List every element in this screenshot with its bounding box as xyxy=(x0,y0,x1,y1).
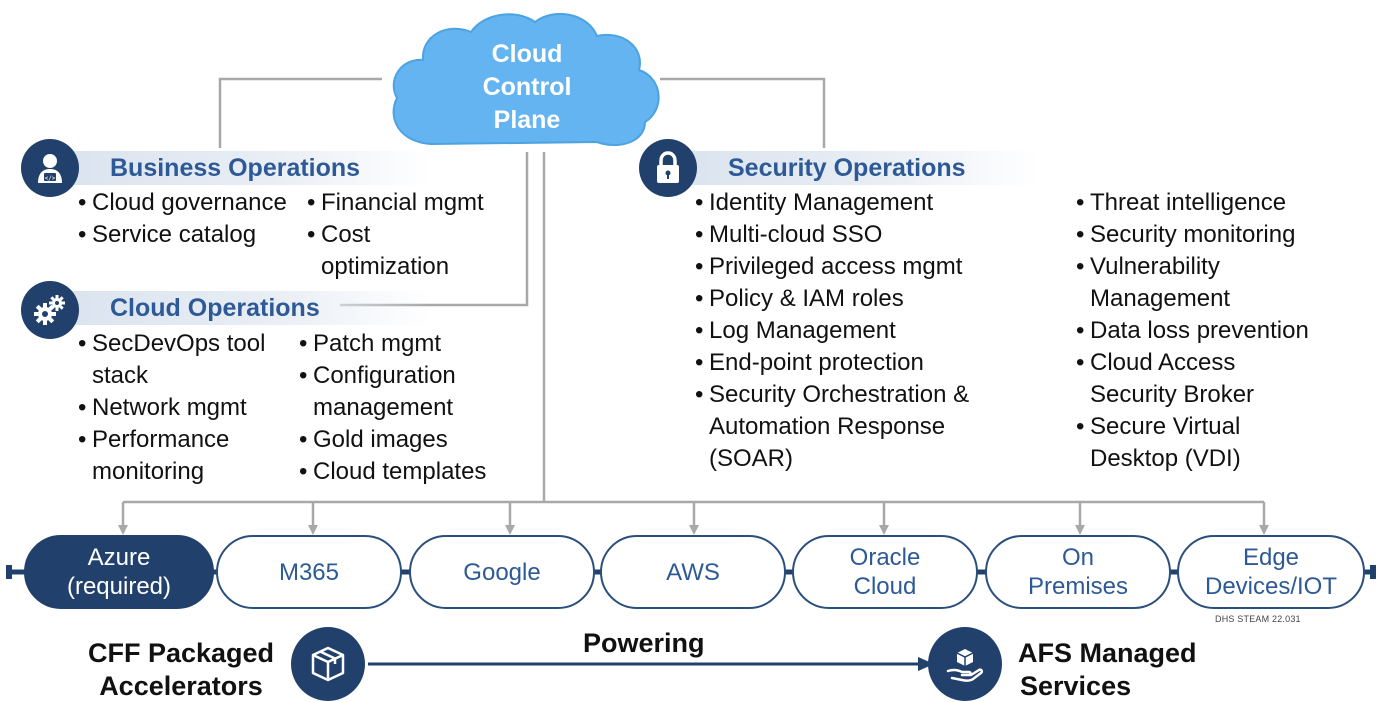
label-line: Accelerators xyxy=(99,671,263,701)
security-ops-list-left: Identity Management Multi-cloud SSO Priv… xyxy=(695,187,1040,475)
business-ops-list-left: Cloud governance Service catalog xyxy=(78,187,303,251)
list-item: Cloud Access Security Broker xyxy=(1076,347,1306,411)
list-item: Service catalog xyxy=(78,219,303,251)
cloud-ops-list-left: SecDevOps tool stack Network mgmt Perfor… xyxy=(78,328,288,488)
user-developer-icon: </> xyxy=(21,139,79,197)
cloud-operations-title: Cloud Operations xyxy=(110,293,320,322)
business-ops-list-right: Financial mgmt Cost optimization xyxy=(307,187,527,283)
cloud-title-line: Cloud xyxy=(491,40,563,68)
label-line: AFS Managed xyxy=(1018,638,1197,668)
svg-text:</>: </> xyxy=(45,175,56,182)
list-item: Cost optimization xyxy=(307,219,467,283)
security-operations-title: Security Operations xyxy=(728,153,966,182)
list-item: Vulnerability Management xyxy=(1076,251,1276,315)
list-item: Threat intelligence xyxy=(1076,187,1376,219)
list-item: Log Management xyxy=(695,315,1040,347)
security-operations-header: Security Operations xyxy=(658,151,1038,185)
platform-label: M365 xyxy=(278,558,340,586)
cloud-operations-header: Cloud Operations xyxy=(40,291,430,325)
platform-label: Cloud xyxy=(853,573,917,600)
package-box-icon xyxy=(291,627,365,701)
list-item: Financial mgmt xyxy=(307,187,527,219)
platform-label: Azure xyxy=(87,544,151,571)
platform-label: Devices/IOT xyxy=(1204,573,1338,600)
list-item: Identity Management xyxy=(695,187,1040,219)
list-item: Cloud templates xyxy=(299,456,534,488)
cloud-control-plane-title: Cloud Control Plane xyxy=(442,38,612,137)
label-line: CFF Packaged xyxy=(87,638,275,668)
list-item: SecDevOps tool stack xyxy=(78,328,268,392)
list-item: Security monitoring xyxy=(1076,219,1376,251)
list-item: Patch mgmt xyxy=(299,328,534,360)
powering-label: Powering xyxy=(583,628,705,658)
list-item: Network mgmt xyxy=(78,392,288,424)
list-item: End-point protection xyxy=(695,347,1040,379)
list-item: Policy & IAM roles xyxy=(695,283,1040,315)
label-line: Services xyxy=(1020,671,1132,701)
platform-m365: M365 xyxy=(216,535,402,609)
list-item: Privileged access mgmt xyxy=(695,251,1040,283)
list-item: Configuration management xyxy=(299,360,499,424)
business-operations-header: Business Operations xyxy=(40,151,430,185)
platform-google: Google xyxy=(409,535,595,609)
platform-azure: Azure(required) xyxy=(24,535,214,609)
afs-managed-services-label: AFS Managed Services xyxy=(1018,637,1197,702)
security-ops-list-right: Threat intelligence Security monitoring … xyxy=(1076,187,1376,475)
cloud-shape-icon xyxy=(392,12,660,147)
footnote: DHS STEAM 22.031 xyxy=(1215,614,1301,624)
business-operations-title: Business Operations xyxy=(110,153,361,182)
list-item: Cloud governance xyxy=(78,187,303,219)
gears-icon xyxy=(21,281,79,339)
cff-packaged-accelerators-label: CFF Packaged Accelerators xyxy=(72,637,290,702)
cloud-title-line: Control xyxy=(482,73,572,101)
list-item: Performance monitoring xyxy=(78,424,268,488)
cloud-ops-list-right: Patch mgmt Configuration management Gold… xyxy=(299,328,534,488)
lock-icon xyxy=(639,139,697,197)
platform-label: Oracle xyxy=(849,544,921,571)
cloud-title-line: Plane xyxy=(493,106,561,134)
hand-package-icon xyxy=(928,627,1002,701)
platform-label: Google xyxy=(463,558,541,586)
list-item: Gold images xyxy=(299,424,534,456)
platform-label: On xyxy=(1061,544,1094,571)
list-item: Security Orchestration & Automation Resp… xyxy=(695,379,1035,475)
list-item: Multi-cloud SSO xyxy=(695,219,1040,251)
platform-aws: AWS xyxy=(600,535,786,609)
list-item: Secure Virtual Desktop (VDI) xyxy=(1076,411,1306,475)
platform-label: Premises xyxy=(1027,573,1129,600)
platform-label: Edge xyxy=(1242,544,1300,571)
list-item: Data loss prevention xyxy=(1076,315,1376,347)
platform-label: AWS xyxy=(666,558,720,586)
platform-label: (required) xyxy=(66,573,172,600)
